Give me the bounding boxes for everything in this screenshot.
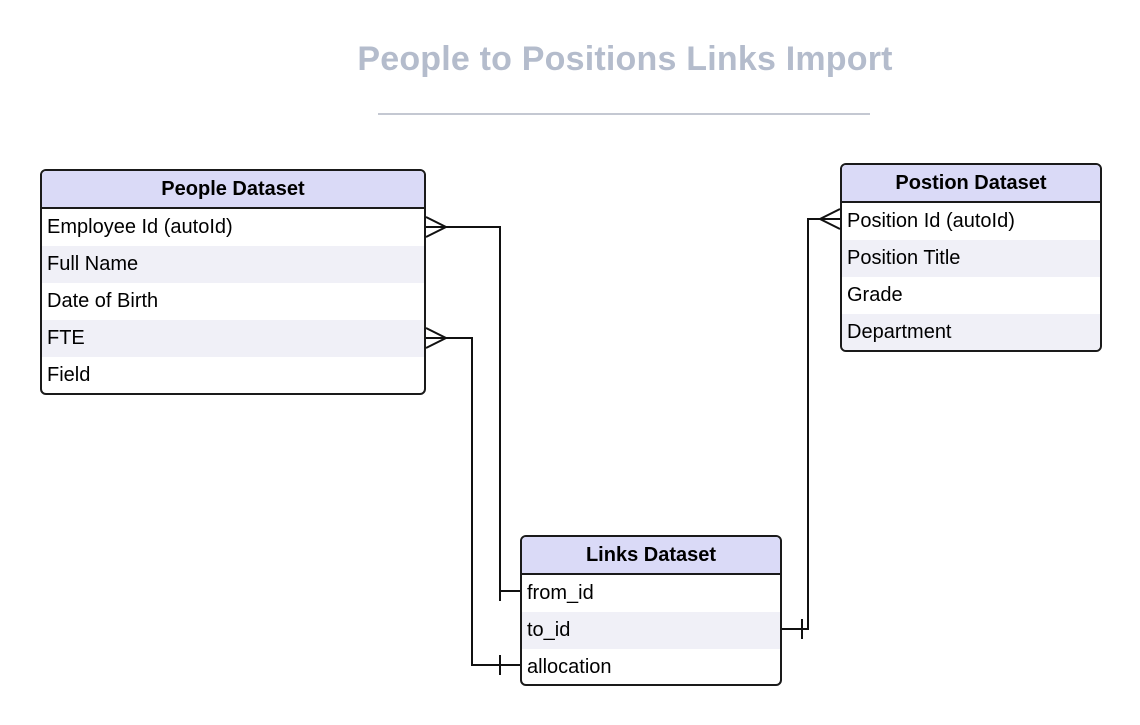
field-grade[interactable]: Grade bbox=[847, 284, 903, 306]
entity-links-dataset[interactable]: Links Dataset from_id to_id allocation bbox=[520, 535, 782, 686]
entity-header-links: Links Dataset bbox=[522, 537, 780, 575]
entity-header-position: Postion Dataset bbox=[842, 165, 1100, 203]
field-fte[interactable]: FTE bbox=[42, 320, 424, 357]
field-employee-id[interactable]: Employee Id (autoId) bbox=[47, 216, 233, 238]
field-field[interactable]: Field bbox=[47, 364, 91, 386]
field-allocation[interactable]: allocation bbox=[527, 656, 612, 678]
entity-position-dataset[interactable]: Postion Dataset Position Id (autoId) Pos… bbox=[840, 163, 1102, 352]
crowfoot-fte bbox=[425, 327, 449, 349]
field-full-name[interactable]: Full Name bbox=[42, 246, 424, 283]
field-date-of-birth[interactable]: Date of Birth bbox=[47, 290, 159, 312]
connector-position-id-to-to-id bbox=[782, 218, 840, 630]
connector-employee-id-to-from-id bbox=[426, 226, 520, 592]
field-department[interactable]: Department bbox=[842, 314, 1100, 350]
page-title: People to Positions Links Import bbox=[357, 40, 893, 78]
field-from-id[interactable]: from_id bbox=[527, 582, 594, 604]
entity-people-dataset[interactable]: People Dataset Employee Id (autoId) Full… bbox=[40, 169, 426, 395]
title-divider bbox=[378, 113, 870, 115]
connector-fte-to-allocation bbox=[426, 337, 520, 666]
field-to-id[interactable]: to_id bbox=[522, 612, 780, 649]
entity-header-people: People Dataset bbox=[42, 171, 424, 209]
field-position-id[interactable]: Position Id (autoId) bbox=[847, 210, 1015, 232]
crowfoot-employee-id bbox=[425, 216, 449, 238]
field-position-title[interactable]: Position Title bbox=[842, 240, 1100, 277]
crowfoot-position-id bbox=[817, 208, 841, 230]
